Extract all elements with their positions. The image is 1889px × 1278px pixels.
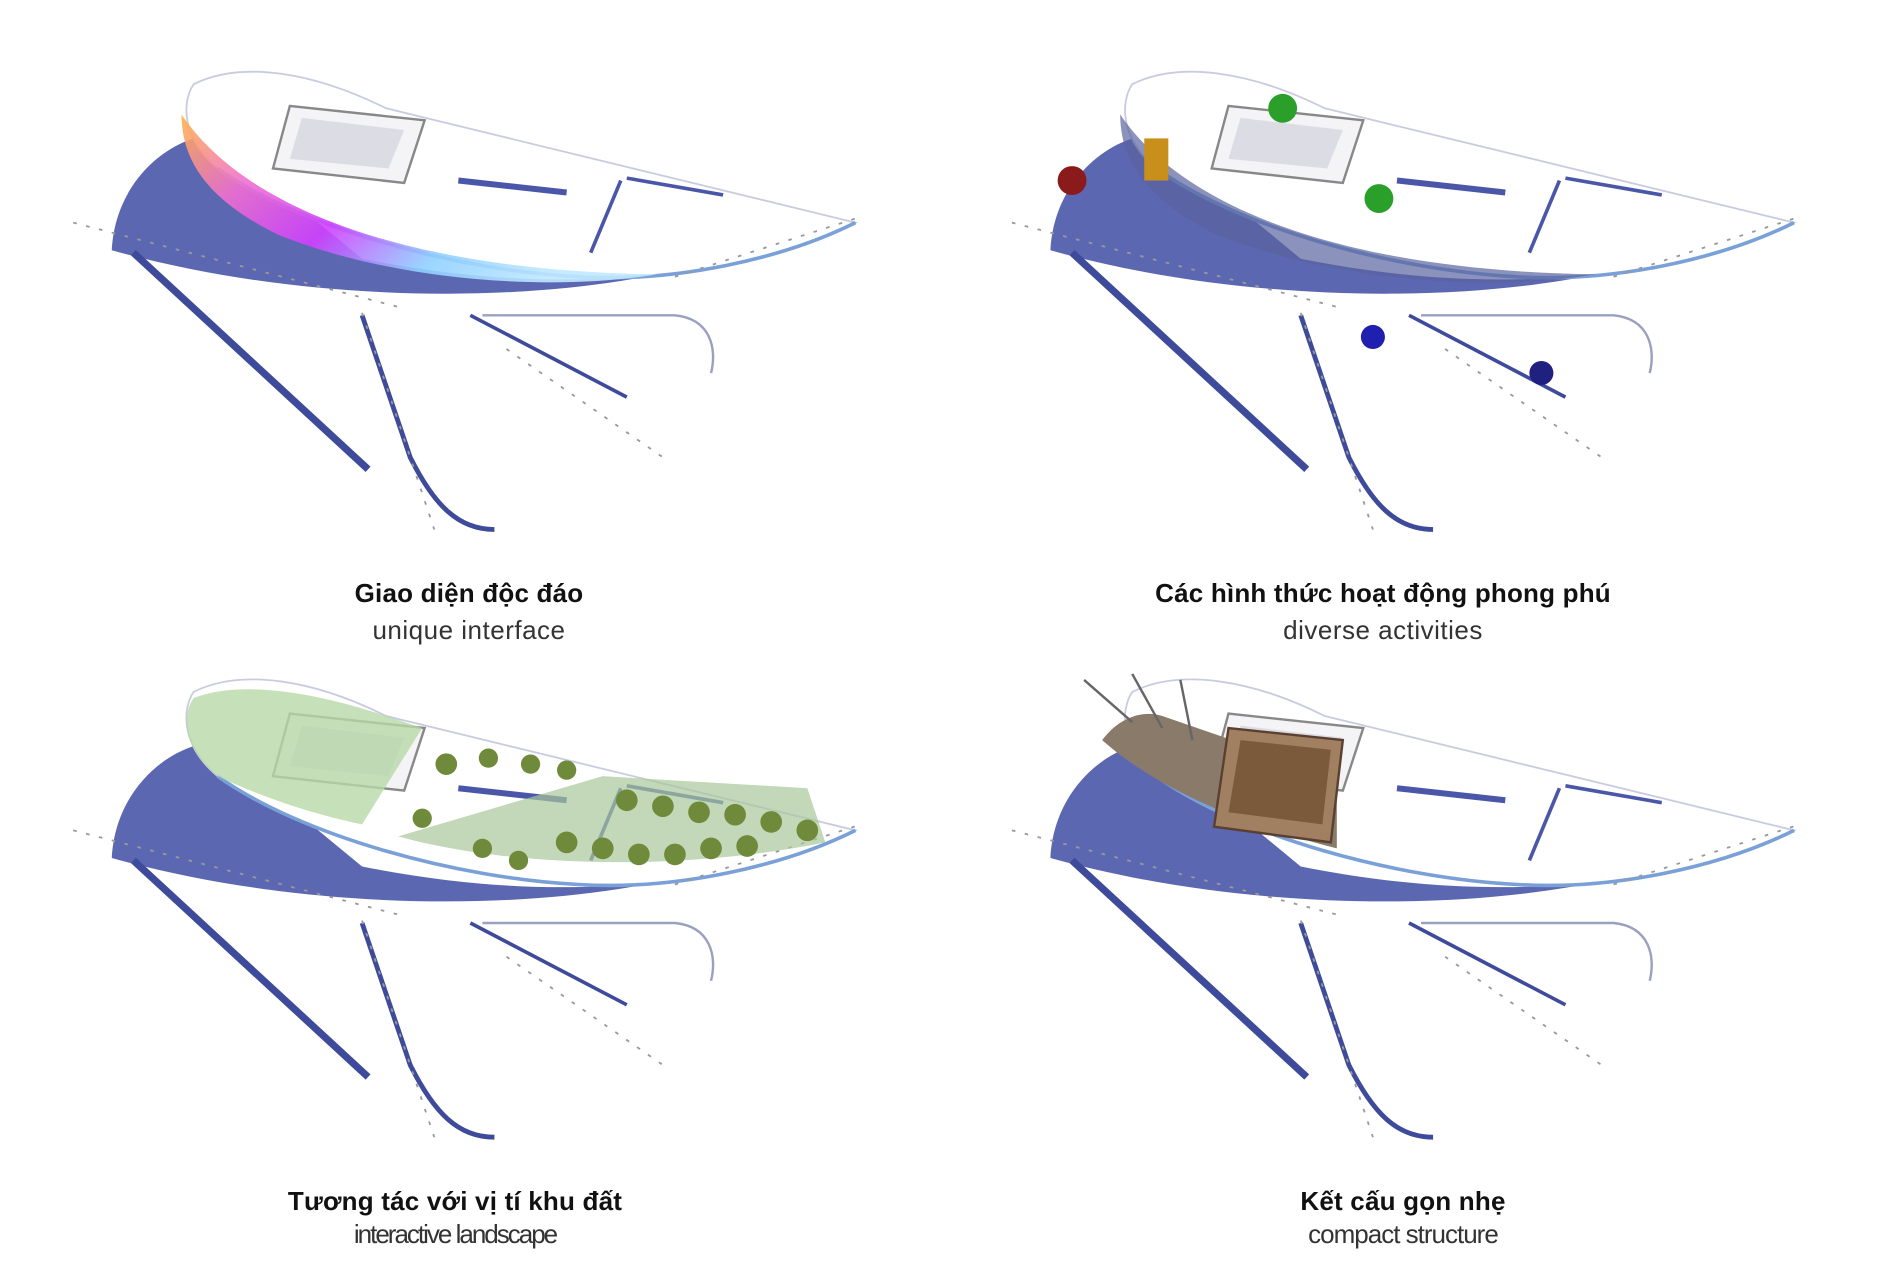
figure-green-icon: [1364, 184, 1394, 213]
caption-unique-interface: Giao diện độc đáo unique interface: [355, 578, 584, 646]
figure-red-icon: [1057, 166, 1087, 195]
panel-interactive-landscape: [73, 679, 861, 1137]
caption-title-en: unique interface: [372, 615, 566, 645]
figure-yellow-icon: [1144, 138, 1169, 181]
caption-title-vi: Giao diện độc đáo: [354, 578, 584, 608]
caption-title-vi: Các hình thức hoạt động phong phú: [1155, 578, 1611, 608]
caption-title-vi: Kết cấu gọn nhẹ: [1300, 1186, 1506, 1216]
caption-title-en: interactive landscape: [353, 1219, 558, 1249]
panel-compact-structure: [1012, 673, 1800, 1137]
figure-blue-icon: [1529, 361, 1554, 386]
figure-green-icon: [1268, 93, 1298, 123]
panel-diverse-activities: [1012, 72, 1800, 530]
caption-title-en: diverse activities: [1283, 615, 1483, 645]
caption-title-en: compact structure: [1308, 1219, 1499, 1249]
caption-title-vi: Tương tác với vị tí khu đất: [287, 1186, 623, 1216]
figure-blue-icon: [1360, 324, 1385, 349]
caption-interactive-landscape: Tương tác với vị tí khu đất interactive …: [288, 1186, 622, 1250]
caption-diverse-activities: Các hình thức hoạt động phong phú divers…: [1155, 578, 1611, 646]
caption-compact-structure: Kết cấu gọn nhẹ compact structure: [1300, 1186, 1505, 1250]
panel-unique-interface: [73, 72, 861, 530]
